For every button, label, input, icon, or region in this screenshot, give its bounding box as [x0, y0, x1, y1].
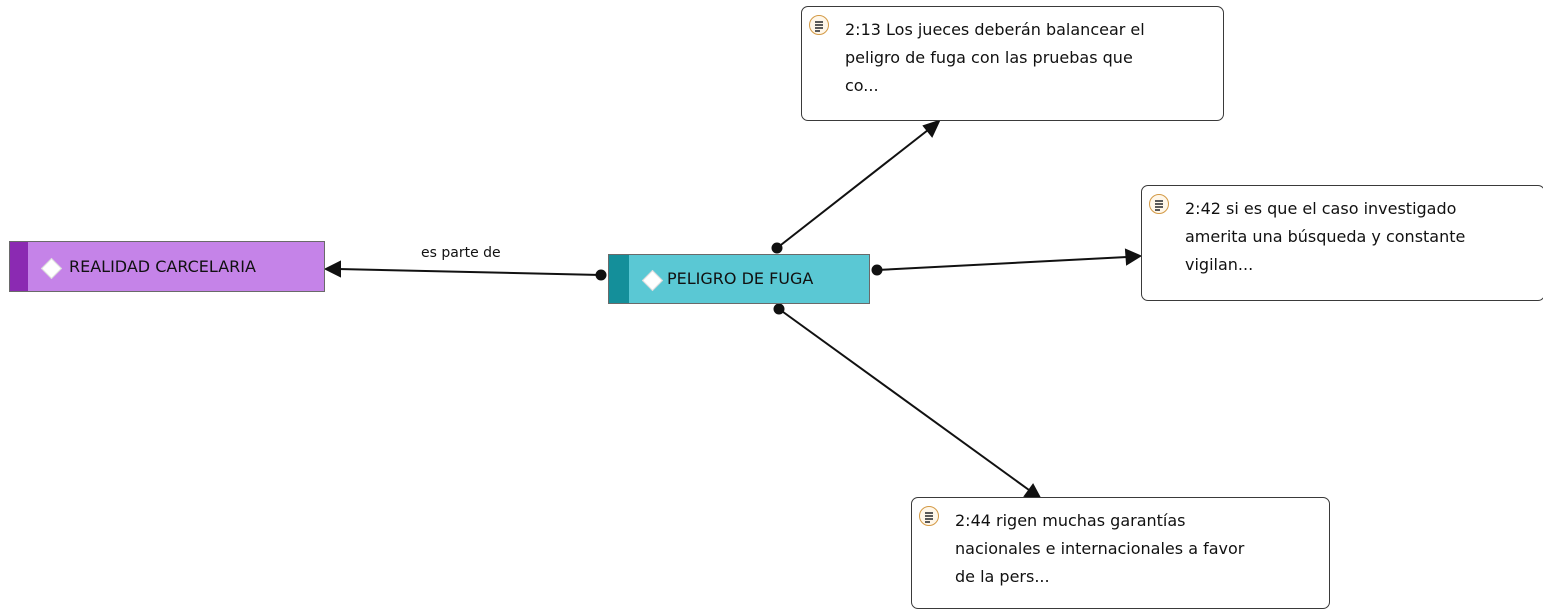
edge-start-dot [595, 269, 607, 281]
quotation-line: 2:13 Los jueces deberán balancear el [845, 20, 1145, 39]
quotation-line: de la pers... [955, 567, 1050, 586]
document-lines-icon [809, 15, 829, 35]
quotation-line: peligro de fuga con las pruebas que [845, 48, 1133, 67]
edge-peligro-quote213[interactable] [776, 129, 929, 249]
edge-peligro-quote242[interactable] [876, 256, 1128, 271]
quotation-line: 2:42 si es que el caso investigado [1185, 199, 1457, 218]
code-node-realidad-carcelaria[interactable]: REALIDAD CARCELARIA [9, 241, 325, 292]
edge-start-dot [771, 242, 783, 254]
arrowhead-quote242 [1124, 248, 1143, 266]
quotation-text: 2:42 si es que el caso investigado ameri… [1185, 195, 1538, 279]
code-label: REALIDAD CARCELARIA [69, 257, 256, 276]
edge-start-dot [773, 303, 785, 315]
code-color-stripe [609, 255, 629, 303]
arrowhead-quote213 [922, 119, 941, 138]
edge-peligro-quote244[interactable] [778, 308, 1030, 491]
code-color-stripe [10, 242, 28, 291]
code-label: PELIGRO DE FUGA [667, 269, 814, 288]
quotation-node-2-44[interactable]: 2:44 rigen muchas garantías nacionales e… [911, 497, 1330, 609]
quotation-text: 2:44 rigen muchas garantías nacionales e… [955, 507, 1323, 591]
quotation-line: amerita una búsqueda y constante [1185, 227, 1466, 246]
diamond-icon [40, 257, 63, 280]
quotation-line: co... [845, 76, 879, 95]
document-lines-icon [1149, 194, 1169, 214]
quotation-line: 2:44 rigen muchas garantías [955, 511, 1186, 530]
edge-label-es-parte-de: es parte de [421, 245, 501, 261]
quotation-text: 2:13 Los jueces deberán balancear el pel… [845, 16, 1217, 100]
quotation-node-2-42[interactable]: 2:42 si es que el caso investigado ameri… [1141, 185, 1543, 301]
edge-start-dot [871, 264, 883, 276]
document-lines-icon [919, 506, 939, 526]
quotation-line: vigilan... [1185, 255, 1254, 274]
quotation-line: nacionales e internacionales a favor [955, 539, 1245, 558]
arrowhead-realidad [323, 260, 341, 278]
code-node-peligro-de-fuga[interactable]: PELIGRO DE FUGA [608, 254, 870, 304]
edge-peligro-realidad[interactable] [337, 268, 602, 276]
quotation-node-2-13[interactable]: 2:13 Los jueces deberán balancear el pel… [801, 6, 1224, 121]
diamond-icon [641, 269, 664, 292]
